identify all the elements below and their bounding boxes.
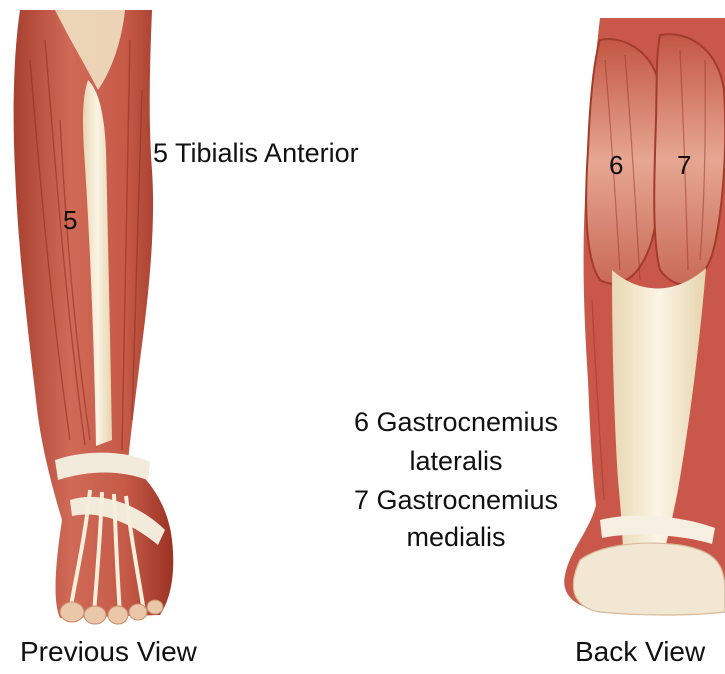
label-gastrocnemius-medialis-line1: 7 Gastrocnemius bbox=[316, 483, 596, 517]
label-tibialis-anterior: 5 Tibialis Anterior bbox=[153, 138, 359, 169]
marker-5: 5 bbox=[63, 205, 77, 236]
caption-front-view: Previous View bbox=[20, 636, 197, 668]
heel bbox=[573, 543, 725, 615]
label-gastrocnemius-lateralis-line1: 6 Gastrocnemius bbox=[316, 405, 596, 439]
caption-back-view: Back View bbox=[575, 636, 705, 668]
label-gastrocnemius-medialis-line2: medialis bbox=[316, 520, 596, 554]
label-gastrocnemius-lateralis-line2: lateralis bbox=[316, 444, 596, 478]
marker-6: 6 bbox=[609, 150, 623, 181]
front-leg bbox=[14, 10, 174, 624]
marker-7: 7 bbox=[677, 150, 691, 181]
